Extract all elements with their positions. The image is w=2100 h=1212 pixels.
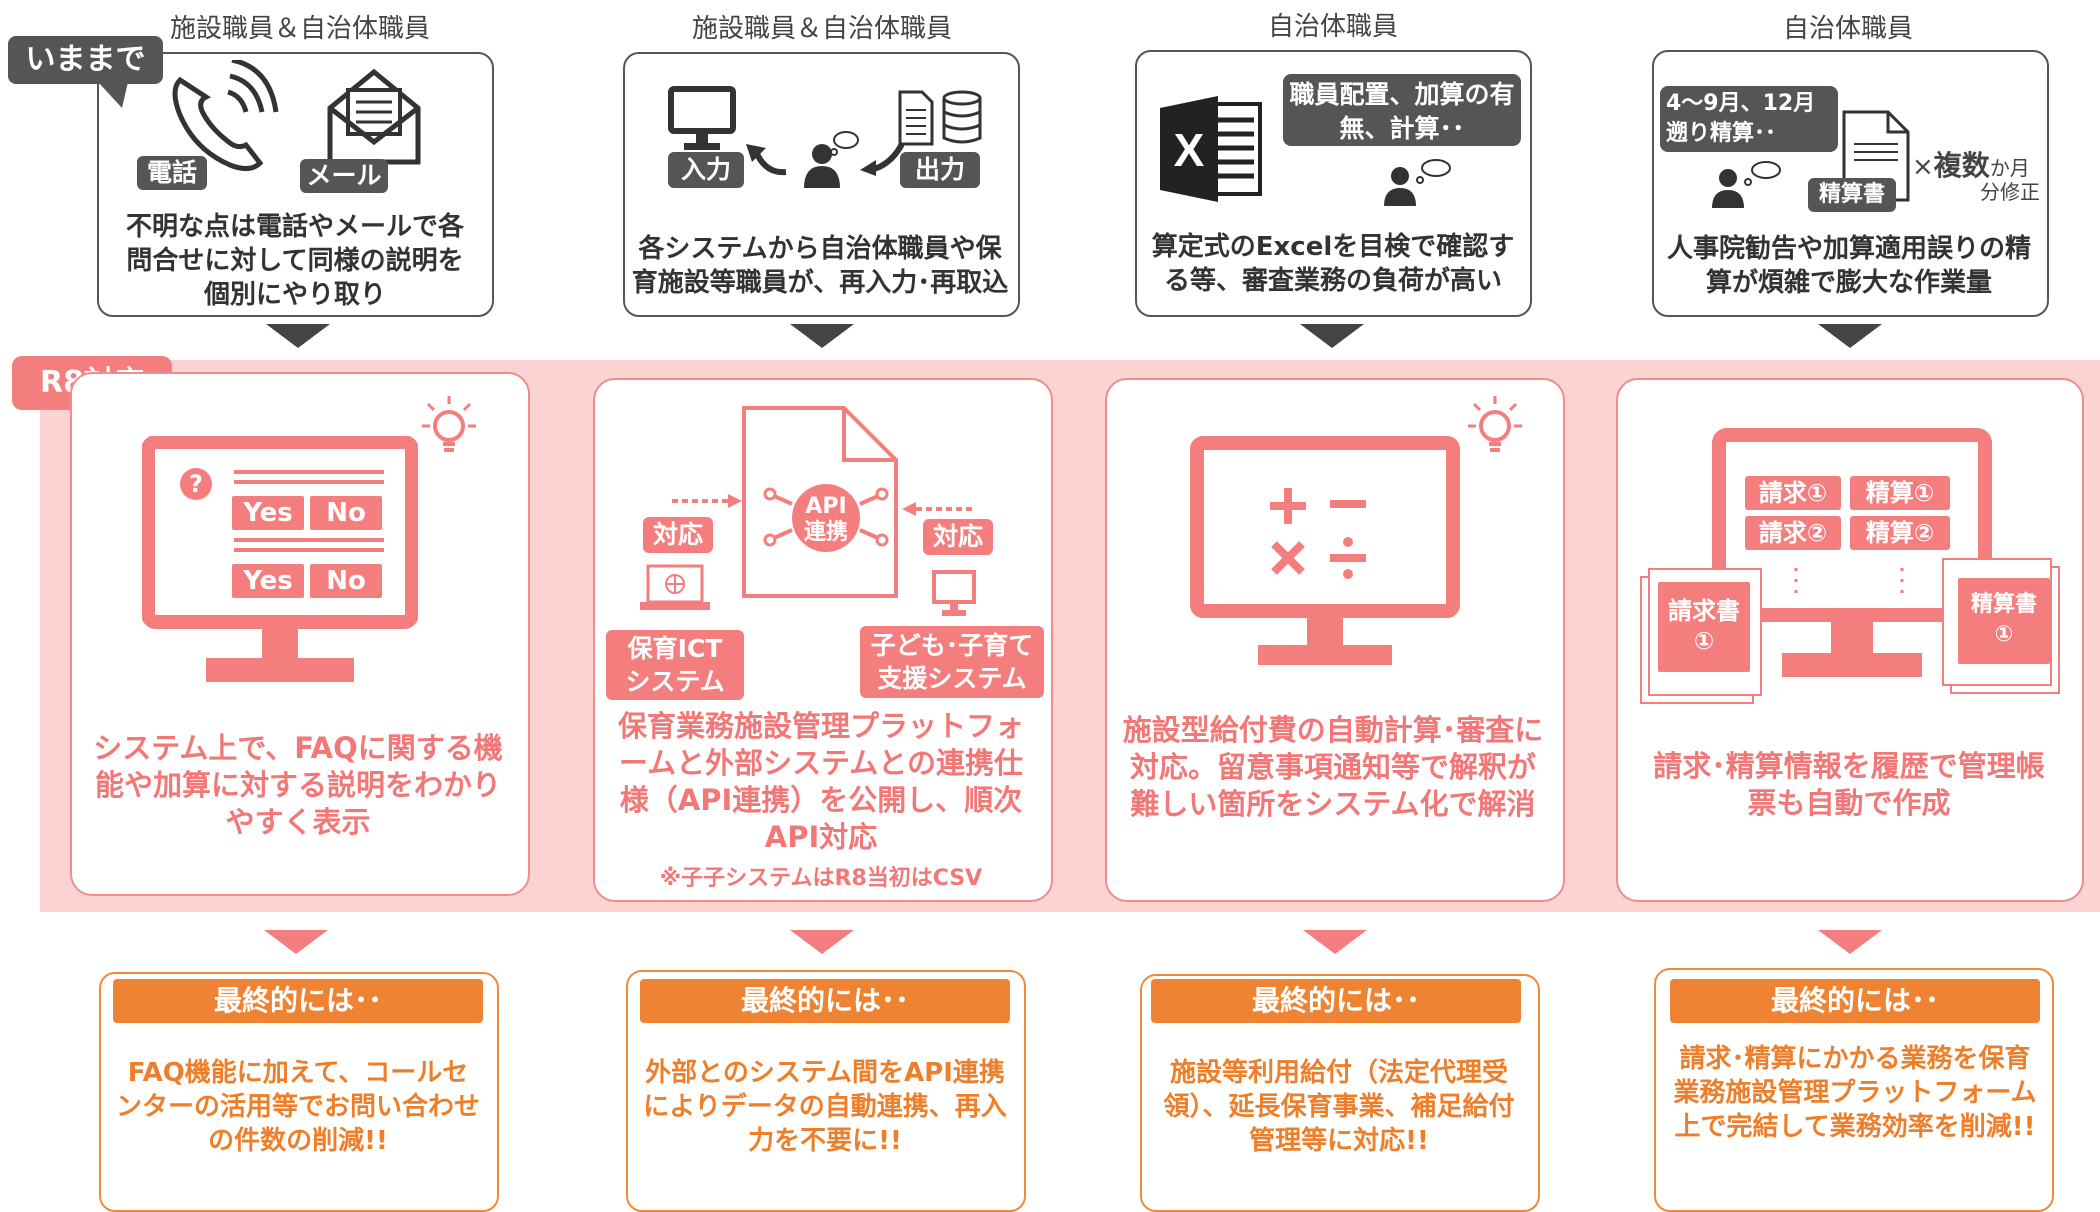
multi-months-sub: 分修正 [1980,180,2040,204]
yes-button: Yes [232,564,304,598]
role-label: 施設職員＆自治体職員 [169,14,430,44]
current-issue-text: 不明な点は電話やメールで各問合せに対して同様の説明を個別にやり取り [125,212,464,310]
r8-solution-text: 保育業務施設管理プラットフォームと外部システムとの連携仕様（API連携）を公開し… [617,709,1024,854]
hoiku-ict-system-label: 保育ICT システム [606,630,744,700]
r8-solution-text: システム上で、FAQに関する機能や加算に対する説明をわかりやすく表示 [93,731,503,839]
settlement-cell: 精算① [1850,476,1950,510]
settlement-doc-line1: 精算書 [1970,592,2037,617]
multi-months-label: ×複数か月 [1912,149,2030,182]
phone-icon [172,60,279,171]
final-goal-header: 最終的には･･ [1151,979,1521,1023]
lightbulb-icon [1468,396,1522,452]
support-label: 対応 [643,517,713,553]
role-label: 自治体職員 [1267,12,1398,42]
left-arrow-icon [746,144,787,176]
current-issue-text: 人事院勧告や加算適用誤りの精算が煩雑で膨大な作業量 [1666,234,2031,298]
mail-icon [327,68,421,165]
kodomo-system-label: 子ども･子育て 支援システム [860,626,1044,698]
current-issue-text: 算定式のExcelを目検で確認する等、審査業務の負荷が高い [1151,232,1515,296]
r8-solution-text: 施設型給付費の自動計算･審査に対応。留意事項通知等で解釈が難しい箇所をシステム化… [1122,713,1544,821]
left-arrow-icon [902,502,972,516]
role-label: 自治体職員 [1782,14,1913,44]
lightbulb-icon [422,396,476,452]
database-icon [898,90,982,146]
down-arrow-icon [1303,930,1367,954]
person-icon [1712,161,1781,208]
mail-label: メール [300,159,388,193]
final-goal-text: FAQ機能に加えて、コールセンターの活用等でお問い合わせの件数の削減!! [115,1058,480,1156]
final-goal-text: 請求･精算にかかる業務を保育業務施設管理プラットフォーム上で完結して業務効率を削… [1673,1044,2037,1142]
api-label-line2: 連携 [803,520,848,545]
hoiku-ict-system-line1: 保育ICT [627,634,723,663]
correction-bubble: 4～9月、12月遡り精算･･ [1660,86,1838,152]
settlement-cell: 精算② [1850,516,1950,550]
api-document-icon [742,406,898,598]
question-icon: ? [180,468,212,500]
down-arrow-icon [1818,324,1882,348]
settlement-doc-label: 精算書 [1808,178,1896,212]
invoice-doc-label: 請求書 ① [1658,582,1750,672]
api-label: API 連携 [790,494,862,546]
down-arrow-icon [264,930,328,954]
down-arrow-icon [1300,324,1364,348]
no-button: No [310,496,382,530]
excel-icon: X [1160,96,1262,202]
down-arrow-icon [790,324,854,348]
kodomo-system-line1: 子ども･子育て [870,631,1034,660]
support-label: 対応 [923,519,993,555]
person-icon [1384,159,1451,206]
current-label: いままで [8,36,163,84]
billing-cell: 請求② [1745,516,1841,550]
down-arrow-icon [790,930,854,954]
kodomo-system-line2: 支援システム [877,664,1027,693]
callout-pointer [98,82,128,108]
role-label: 施設職員＆自治体職員 [691,14,952,44]
monitor-icon [668,86,736,150]
output-label: 出力 [900,152,980,188]
phone-label: 電話 [137,156,207,190]
invoice-doc-line2: ① [1693,627,1715,655]
laptop-icon [640,564,710,610]
excel-bubble: 職員配置、加算の有無、計算･･ [1283,74,1521,146]
final-goal-text: 施設等利用給付（法定代理受領）、延長保育事業、補足給付管理等に対応!! [1163,1058,1515,1156]
person-icon [804,131,859,188]
settlement-doc-label: 精算書 ① [1958,578,2050,664]
final-goal-header: 最終的には･･ [113,979,483,1023]
settlement-doc-line2: ① [1994,622,2014,647]
right-arrow-icon [672,494,742,508]
invoice-doc-line1: 請求書 [1668,597,1740,625]
billing-cell: 請求① [1745,476,1841,510]
final-goal-text: 外部とのシステム間をAPI連携によりデータの自動連携、再入力を不要に!! [643,1058,1007,1156]
api-label-line1: API [805,494,847,519]
calculator-monitor-icon [1190,436,1460,665]
r8-solution-text: 請求･精算情報を履歴で管理帳票も自動で作成 [1653,749,2045,820]
svg-text:X: X [1174,124,1205,176]
final-goal-header: 最終的には･･ [640,979,1010,1023]
down-arrow-icon [266,324,330,348]
hoiku-ict-system-line2: システム [625,667,725,696]
down-arrow-icon [1818,930,1882,954]
no-button: No [310,564,382,598]
yes-button: Yes [232,496,304,530]
r8-solution-note: ※子子システムはR8当初はCSV [659,866,983,891]
input-label: 入力 [668,152,744,188]
desktop-icon [932,570,976,616]
final-goal-header: 最終的には･･ [1670,979,2040,1023]
left-arrow-icon [860,142,904,176]
current-issue-text: 各システムから自治体職員や保育施設等職員が、再入力･再取込 [631,234,1009,298]
